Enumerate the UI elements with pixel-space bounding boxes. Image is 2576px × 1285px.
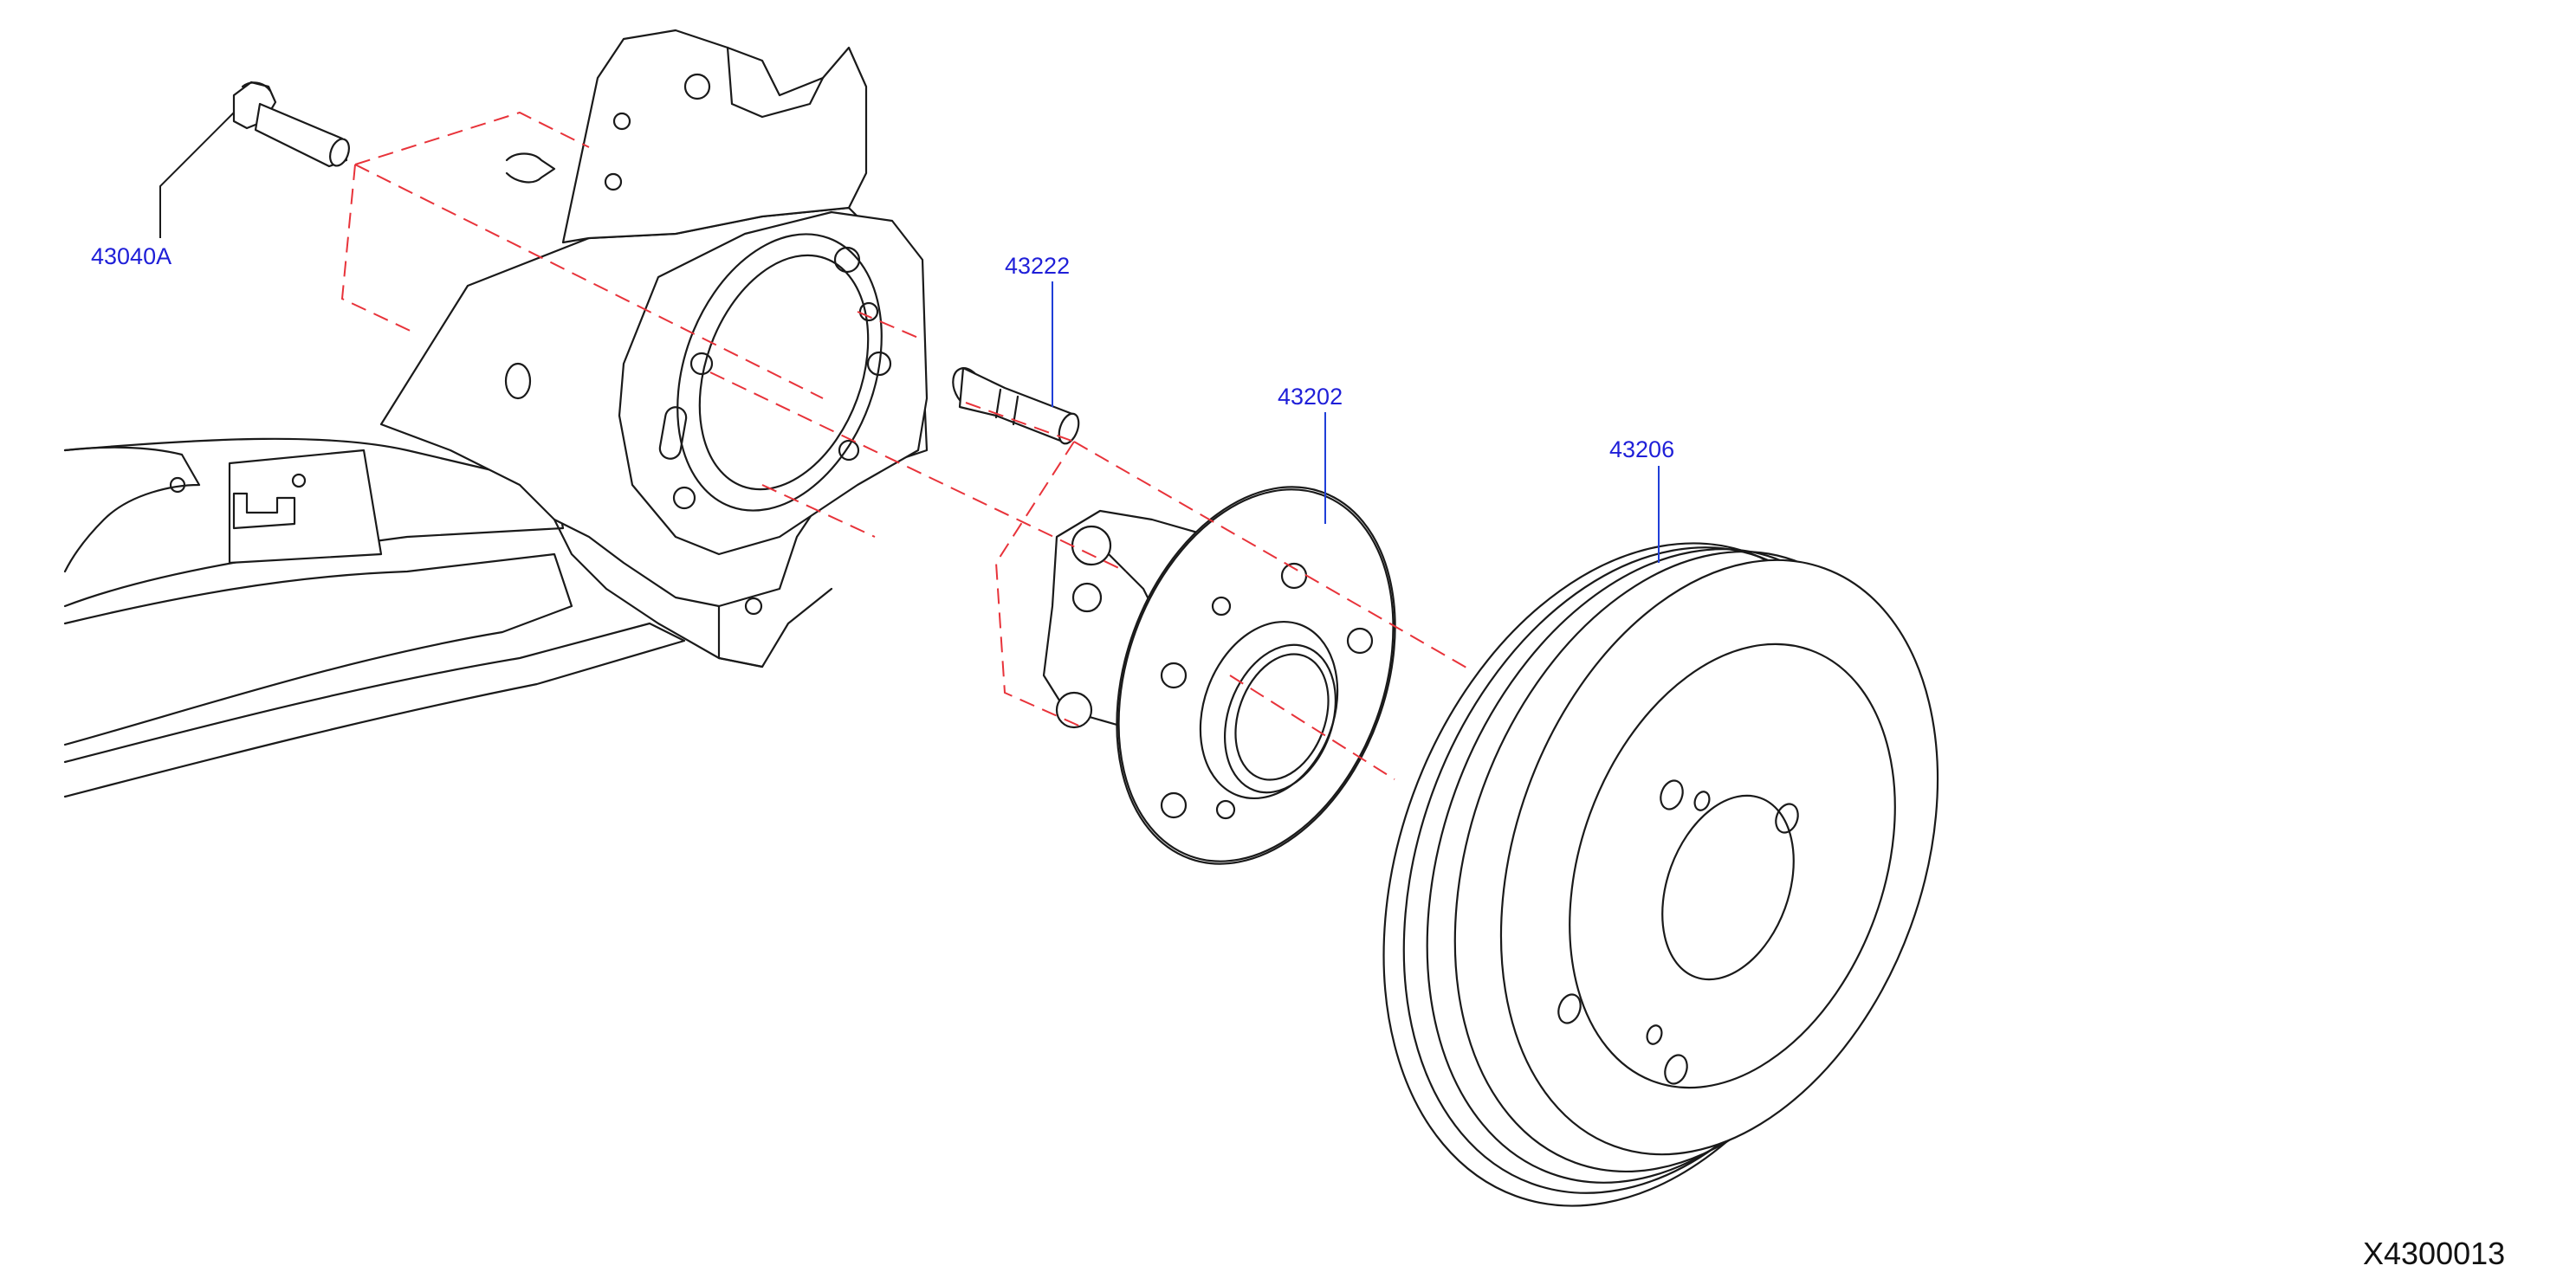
stud-43222 (952, 366, 1080, 445)
axle-beam-knuckle (63, 29, 929, 798)
callout-43202: 43202 (1278, 384, 1343, 410)
brake-drum-43206 (1382, 542, 1939, 1207)
leader-43040a (159, 112, 235, 238)
bolt-43040a (232, 81, 350, 168)
assembly-dashed-lines (340, 111, 1473, 780)
diagram-id: X4300013 (2363, 1236, 2505, 1271)
callout-43040a: 43040A (91, 243, 172, 269)
callout-43222: 43222 (1005, 253, 1070, 279)
callout-43206: 43206 (1609, 436, 1674, 462)
hub-bearing-43202 (1042, 486, 1396, 865)
